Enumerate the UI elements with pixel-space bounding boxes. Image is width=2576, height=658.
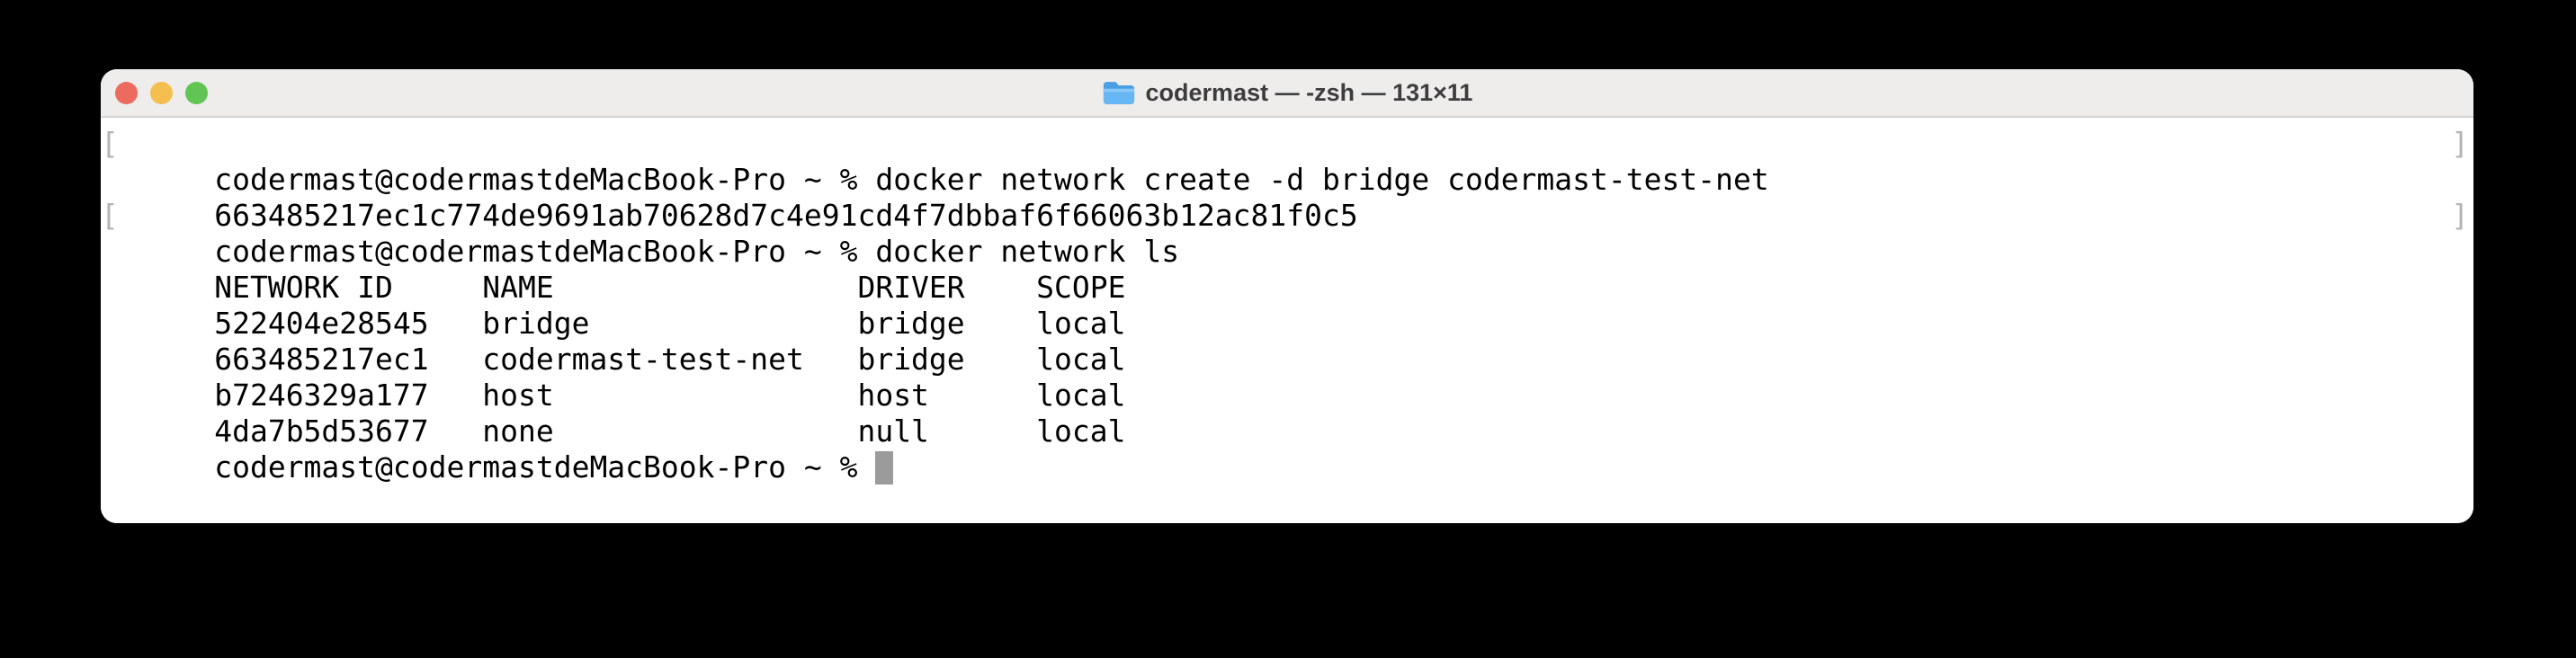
terminal-content[interactable]: [ codermast@codermastdeMacBook-Pro ~ % do…: [101, 118, 2473, 523]
terminal-line-table-row: b7246329a177 host host local: [107, 342, 2466, 413]
terminal-line-text: 4da7b5d53677 none null local: [214, 413, 1126, 449]
close-button[interactable]: [115, 81, 138, 104]
zoom-button[interactable]: [185, 81, 208, 104]
window-title: codermast — -zsh — 131×11: [1102, 78, 1473, 107]
terminal-line-text: 663485217ec1 codermast-test-net bridge l…: [214, 342, 1126, 377]
terminal-line-text: codermast@codermastdeMacBook-Pro ~ %: [214, 449, 876, 485]
terminal-line-table-row: 4da7b5d53677 none null local: [107, 378, 2466, 449]
terminal-line-text: 663485217ec1c774de9691ab70628d7c4e91cd4f…: [214, 198, 1358, 233]
terminal-line-table-header: NETWORK ID NAME DRIVER SCOPE: [107, 234, 2466, 305]
terminal-window: codermast — -zsh — 131×11 [ codermast@cod…: [101, 69, 2473, 523]
terminal-line: 663485217ec1c774de9691ab70628d7c4e91cd4f…: [107, 162, 2466, 233]
minimize-button[interactable]: [150, 81, 173, 104]
terminal-line-text: NETWORK ID NAME DRIVER SCOPE: [214, 270, 1126, 305]
mark-open: [: [101, 126, 119, 161]
mark-open: [: [101, 198, 119, 233]
titlebar[interactable]: codermast — -zsh — 131×11: [101, 69, 2473, 118]
window-title-text: codermast — -zsh — 131×11: [1145, 78, 1473, 106]
terminal-line: [ codermast@codermastdeMacBook-Pro ~ % do…: [101, 126, 2469, 197]
terminal-line-text: codermast@codermastdeMacBook-Pro ~ % doc…: [214, 234, 1180, 269]
terminal-line-prompt: codermast@codermastdeMacBook-Pro ~ %: [107, 413, 2466, 485]
terminal-line-text: b7246329a177 host host local: [214, 378, 1126, 413]
terminal-line-text: 522404e28545 bridge bridge local: [214, 306, 1126, 341]
cursor-block: [875, 451, 894, 485]
terminal-line-text: codermast@codermastdeMacBook-Pro ~ % doc…: [214, 162, 1769, 197]
terminal-line-table-row: 522404e28545 bridge bridge local: [107, 270, 2466, 341]
terminal-line: [ codermast@codermastdeMacBook-Pro ~ % do…: [101, 198, 2469, 269]
mark-close: ]: [2451, 126, 2469, 161]
mark-close: ]: [2451, 198, 2469, 233]
folder-icon: [1102, 79, 1136, 107]
terminal-line-table-row: 663485217ec1 codermast-test-net bridge l…: [107, 306, 2466, 377]
window-controls: [115, 69, 208, 116]
